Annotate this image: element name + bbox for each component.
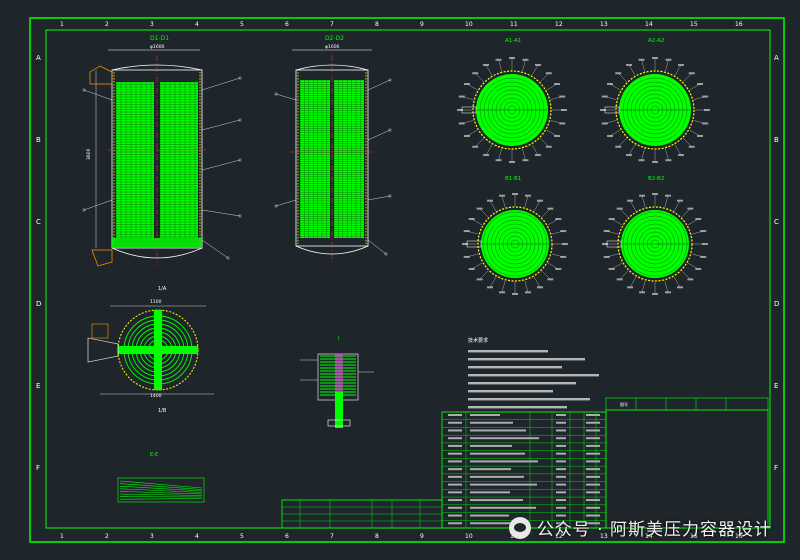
mid-vessel-hatch	[299, 79, 364, 238]
parts-list	[281, 411, 607, 529]
grid-letter: E	[36, 382, 40, 390]
section-a2-title: A2-A2	[648, 38, 664, 44]
wechat-icon	[508, 516, 531, 539]
grid-number: 7	[330, 533, 334, 540]
outer-frame	[29, 17, 785, 543]
grid-number: 5	[240, 533, 244, 540]
coil-view: E-E	[117, 452, 205, 503]
coil-lines	[119, 480, 203, 500]
grid-number: 4	[195, 21, 199, 28]
plan-label-top: 1/A	[158, 286, 167, 292]
grid-number: 12	[555, 533, 563, 540]
detail-title: I	[338, 336, 340, 342]
grid-number: 6	[285, 21, 289, 28]
grid-number: 4	[195, 533, 199, 540]
grid-number: 3	[150, 533, 154, 540]
grid-number: 12	[555, 21, 563, 28]
grid-letter: F	[774, 464, 778, 472]
watermark-text: 公众号 · 阿斯美压力容器设计	[536, 520, 772, 540]
section-shell	[477, 206, 553, 282]
section-shell	[472, 70, 552, 150]
left-vessel-width-dim: φ1600	[150, 44, 165, 50]
grid-number: 7	[330, 21, 334, 28]
grid-side-letters: A A B B C C D D E E F F	[36, 54, 779, 472]
grid-number: 8	[375, 21, 379, 28]
grid-number: 14	[645, 533, 653, 540]
grid-number: 2	[105, 533, 109, 540]
parts-list-rows	[282, 411, 606, 528]
grid-number: 15	[690, 21, 698, 28]
grid-letter: D	[774, 300, 779, 308]
title-block: 图号	[605, 397, 769, 529]
section-a1-title: A1-A1	[505, 38, 521, 44]
grid-number: 15	[690, 533, 698, 540]
grid-letter: C	[774, 218, 779, 226]
section-shell	[617, 206, 693, 282]
section-shell	[615, 70, 695, 150]
grid-letter: A	[36, 54, 41, 62]
grid-number: 3	[150, 21, 154, 28]
grid-number: 16	[735, 533, 743, 540]
watermark: 公众号 · 阿斯美压力容器设计	[508, 515, 772, 540]
grid-number: 1	[60, 21, 64, 28]
grid-number: 16	[735, 21, 743, 28]
grid-letter: E	[774, 382, 778, 390]
left-vessel-height-dim: 3600	[86, 148, 92, 160]
note-lines	[468, 350, 599, 409]
left-vessel-leaders	[82, 76, 242, 260]
grid-number: 1	[60, 533, 64, 540]
circular-sections	[457, 57, 710, 295]
grid-letter: A	[774, 54, 779, 62]
grid-number: 2	[105, 21, 109, 28]
grid-letter: D	[36, 300, 41, 308]
grid-number: 9	[420, 21, 424, 28]
grid-number: 14	[645, 21, 653, 28]
grid-letter: C	[36, 218, 41, 226]
notes-title: 技术要求	[468, 337, 488, 344]
grid-number: 8	[375, 533, 379, 540]
left-vessel-elevation: D1-D1 φ1600 3600	[82, 35, 367, 267]
mid-vessel-leaders	[274, 78, 392, 256]
grid-letter: B	[36, 136, 41, 144]
section-b1-title: B1-B1	[505, 176, 521, 182]
plan-dim-1: 1100	[150, 299, 162, 305]
plan-dim-2: 1400	[150, 393, 162, 399]
grid-number: 9	[420, 533, 424, 540]
mid-vessel-title: D2-D2	[325, 35, 344, 42]
section-b2-title: B2-B2	[648, 176, 664, 182]
middle-vessel-elevation: D2-D2 φ1600	[274, 35, 392, 262]
grid-number: 10	[465, 533, 473, 540]
grid-number: 10	[465, 21, 473, 28]
grid-number: 13	[600, 533, 608, 540]
technical-notes: 技术要求	[468, 337, 599, 409]
left-vessel-title: D1-D1	[150, 35, 169, 42]
grid-number: 5	[240, 21, 244, 28]
mid-vessel-width-dim: φ1600	[325, 44, 340, 50]
plan-view: 1/A 1/B 1100 1400	[87, 286, 214, 414]
left-vessel-hatch	[113, 72, 367, 246]
detail-hatch	[320, 354, 356, 398]
title-block-label: 图号	[620, 401, 628, 407]
grid-number: 6	[285, 533, 289, 540]
grid-letter: B	[774, 136, 779, 144]
grid-number: 13	[600, 21, 608, 28]
title-block-lines	[635, 398, 727, 410]
detail-i: I	[300, 336, 374, 428]
grid-letter: F	[36, 464, 40, 472]
plan-label-bottom: 1/B	[158, 408, 167, 414]
coil-title: E-E	[150, 452, 158, 458]
grid-number: 11	[510, 21, 518, 28]
